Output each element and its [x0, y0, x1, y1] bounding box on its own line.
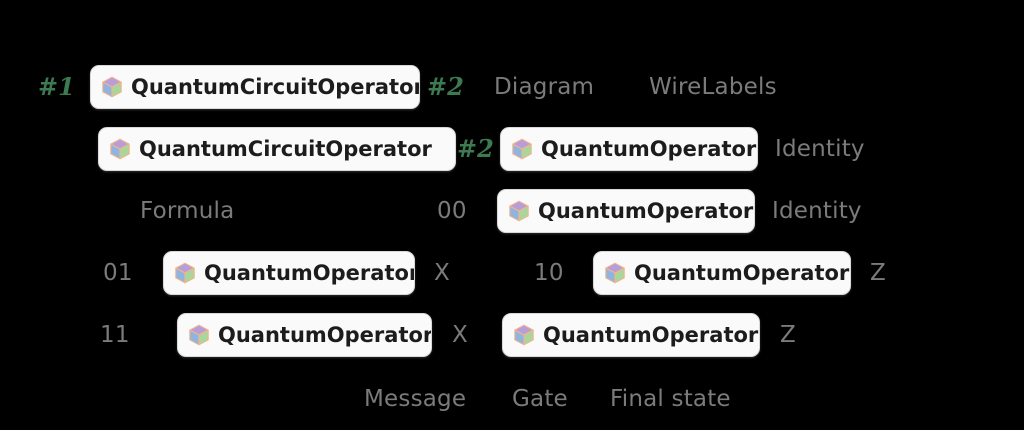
notebook-output-canvas: #1 QuantumCircuitOperator #2 Diagram Wir… — [0, 56, 1024, 410]
cube-icon — [512, 138, 532, 160]
symbol-chip-quantumoperator[interactable]: QuantumOperator — [593, 251, 851, 295]
basis-state-label-00: 00 — [437, 197, 467, 224]
cube-icon — [110, 138, 130, 160]
symbol-chip-quantumoperator[interactable]: QuantumOperator — [497, 189, 755, 233]
symbol-chip-label: QuantumCircuitOperator — [139, 136, 432, 161]
slot-reference-1: #1 — [38, 72, 75, 101]
gate-label-identity: Identity — [772, 197, 862, 224]
option-label-wirelabels: WireLabels — [649, 73, 777, 100]
cube-icon — [189, 324, 209, 346]
basis-state-label-10: 10 — [534, 259, 564, 286]
column-header-final-state: Final state — [610, 385, 731, 412]
slot-reference-2: #2 — [427, 72, 464, 101]
option-label-formula: Formula — [140, 197, 235, 224]
symbol-chip-label: QuantumOperator — [204, 260, 415, 285]
column-header-message: Message — [364, 385, 467, 412]
symbol-chip-quantumoperator[interactable]: QuantumOperator — [177, 313, 432, 357]
gate-label-z: Z — [780, 321, 796, 348]
output-row-2: QuantumCircuitOperator #2 QuantumOperato… — [0, 118, 1024, 180]
symbol-chip-quantumoperator[interactable]: QuantumOperator — [502, 313, 760, 357]
output-row-6: Message Gate Final state — [0, 368, 1024, 430]
symbol-chip-quantumcircuitoperator[interactable]: QuantumCircuitOperator — [90, 65, 420, 109]
gate-label-x: X — [452, 321, 468, 348]
slot-reference-2: #2 — [457, 134, 494, 163]
cube-icon — [509, 200, 529, 222]
cube-icon — [514, 324, 534, 346]
gate-label-z: Z — [870, 259, 886, 286]
option-label-diagram: Diagram — [494, 73, 595, 100]
column-header-gate: Gate — [512, 385, 568, 412]
symbol-chip-quantumoperator[interactable]: QuantumOperator — [163, 251, 415, 295]
output-row-4: 01 QuantumOperator X 10 QuantumOperator … — [0, 242, 1024, 304]
output-row-3: Formula 00 QuantumOperator Identity — [0, 180, 1024, 242]
gate-label-x: X — [434, 259, 450, 286]
symbol-chip-label: QuantumOperator — [543, 322, 759, 347]
output-row-5: 11 QuantumOperator X QuantumOperator Z — [0, 304, 1024, 366]
cube-icon — [102, 76, 122, 98]
symbol-chip-label: QuantumOperator — [218, 322, 432, 347]
basis-state-label-01: 01 — [103, 259, 133, 286]
symbol-chip-quantumcircuitoperator[interactable]: QuantumCircuitOperator — [98, 127, 456, 171]
symbol-chip-quantumoperator[interactable]: QuantumOperator — [500, 127, 758, 171]
symbol-chip-label: QuantumOperator — [541, 136, 757, 161]
option-label-identity: Identity — [775, 135, 865, 162]
symbol-chip-label: QuantumOperator — [634, 260, 850, 285]
basis-state-label-11: 11 — [100, 321, 130, 348]
cube-icon — [175, 262, 195, 284]
output-row-1: #1 QuantumCircuitOperator #2 Diagram Wir… — [0, 56, 1024, 118]
cube-icon — [605, 262, 625, 284]
symbol-chip-label: QuantumCircuitOperator — [131, 74, 420, 99]
symbol-chip-label: QuantumOperator — [538, 198, 754, 223]
